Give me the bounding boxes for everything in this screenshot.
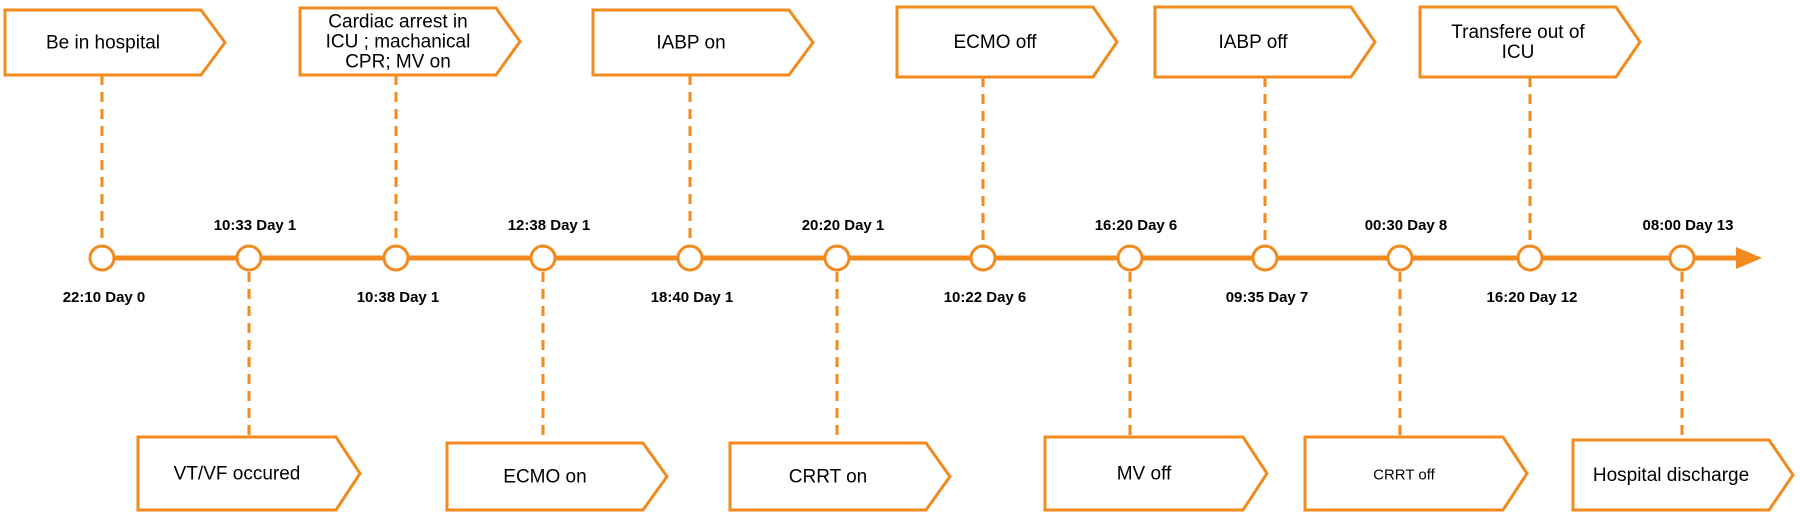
event-label: IABP off xyxy=(1218,32,1288,53)
event-time: 16:20 Day 12 xyxy=(1487,289,1578,306)
event-box xyxy=(298,6,522,77)
event-label: ECMO off xyxy=(953,32,1037,53)
event-time: 10:22 Day 6 xyxy=(944,289,1027,306)
event-box xyxy=(895,5,1119,79)
timeline-node xyxy=(1386,244,1414,272)
event-box xyxy=(1418,5,1642,79)
event-time: 10:33 Day 1 xyxy=(214,217,297,234)
timeline-node xyxy=(676,244,704,272)
event-box xyxy=(728,441,952,512)
event-label: Be in hospital xyxy=(46,33,160,54)
timeline-node xyxy=(529,244,557,272)
event-time: 18:40 Day 1 xyxy=(651,289,734,306)
event-label: ICU ; machanical xyxy=(326,32,471,53)
timeline-arrowhead xyxy=(1736,247,1762,269)
event-box xyxy=(1571,438,1795,512)
event-time: 09:35 Day 7 xyxy=(1226,289,1309,306)
event-label: CPR; MV on xyxy=(345,52,451,73)
timeline-node xyxy=(1516,244,1544,272)
event-label: Cardiac arrest in xyxy=(328,12,467,33)
events-layer: Be in hospital 22:10 Day 0 VT/VF occured 10… xyxy=(3,5,1795,512)
event-box xyxy=(591,8,815,77)
event-box xyxy=(136,435,362,512)
event-time: 16:20 Day 6 xyxy=(1095,217,1178,234)
event-label: CRRT off xyxy=(1373,467,1436,484)
timeline-node xyxy=(969,244,997,272)
timeline-node xyxy=(235,244,263,272)
timeline-node xyxy=(1668,244,1696,272)
event-time: 20:20 Day 1 xyxy=(802,217,885,234)
event-label: VT/VF occured xyxy=(174,464,301,485)
event-time: 08:00 Day 13 xyxy=(1643,217,1734,234)
event-box xyxy=(445,441,669,512)
event-label: Transfere out of xyxy=(1451,22,1585,43)
event-label: Hospital discharge xyxy=(1593,465,1749,486)
event-time: 00:30 Day 8 xyxy=(1365,217,1448,234)
event-time: 10:38 Day 1 xyxy=(357,289,440,306)
event-box xyxy=(1043,435,1269,512)
event-label: ICU xyxy=(1502,42,1535,63)
timeline-node xyxy=(1251,244,1279,272)
event-label: MV off xyxy=(1117,464,1172,485)
event-box xyxy=(1153,5,1377,79)
event-label: ECMO on xyxy=(503,467,586,488)
event-label: IABP on xyxy=(656,33,725,54)
event-box xyxy=(3,8,227,77)
timeline-node xyxy=(88,244,116,272)
event-label: CRRT on xyxy=(789,467,868,488)
event-time: 12:38 Day 1 xyxy=(508,217,591,234)
event-box xyxy=(1303,435,1529,512)
timeline-node xyxy=(1116,244,1144,272)
timeline-node xyxy=(823,244,851,272)
event-time: 22:10 Day 0 xyxy=(63,289,146,306)
timeline-node xyxy=(382,244,410,272)
